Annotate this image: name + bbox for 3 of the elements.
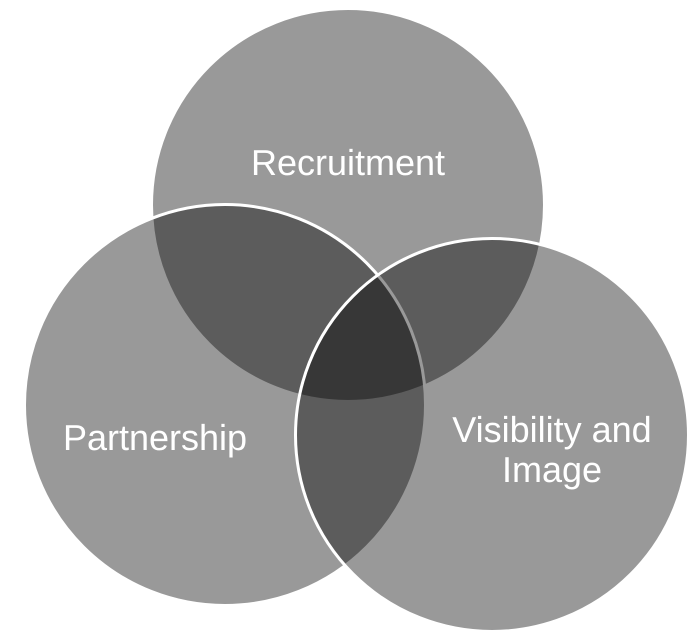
circle-label: Partnership <box>62 418 248 458</box>
circle-label: Visibility and Image <box>451 410 653 490</box>
circle-label: Recruitment <box>250 143 446 183</box>
